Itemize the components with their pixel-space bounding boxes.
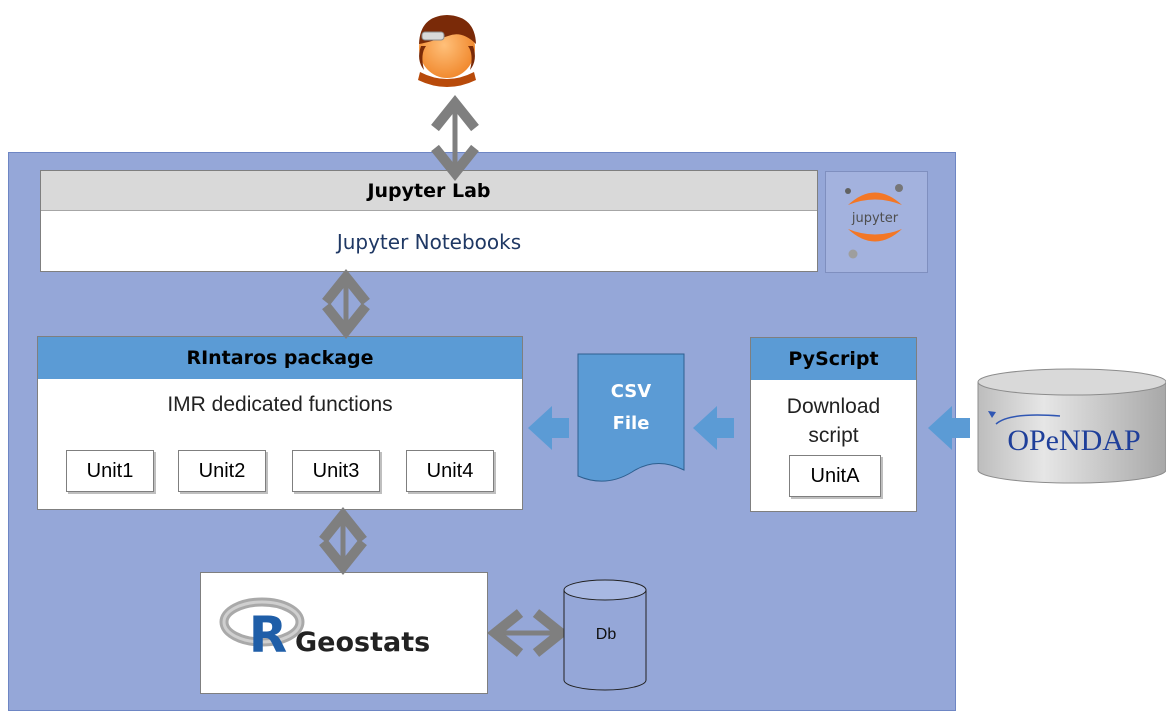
jupyter-logo-icon: jupyter bbox=[845, 184, 903, 259]
r-logo-icon: R bbox=[219, 597, 305, 664]
pyscript-subtitle-line2: script bbox=[808, 424, 859, 447]
unita-box: UnitA bbox=[789, 455, 881, 497]
csv-document-shape bbox=[577, 353, 685, 482]
opendap-label: OPeNDAP bbox=[1007, 424, 1140, 457]
csv-label-line1: CSV bbox=[610, 381, 652, 402]
block-arrow-pyscript-to-csv bbox=[693, 406, 734, 450]
db-label: Db bbox=[595, 626, 617, 643]
unit1-box: Unit1 bbox=[66, 450, 154, 492]
jupyter-lab-title: Jupyter Lab bbox=[41, 171, 817, 211]
geostats-label: Geostats bbox=[295, 627, 430, 658]
pyscript-subtitle: Download script bbox=[751, 392, 916, 450]
rintaros-subtitle: IMR dedicated functions bbox=[167, 393, 393, 416]
pyscript-subtitle-line1: Download bbox=[786, 395, 881, 418]
csv-label-line2: File bbox=[612, 413, 650, 434]
r-logo-letter: R bbox=[249, 606, 288, 664]
block-arrow-csv-to-rintaros bbox=[528, 406, 569, 450]
csv-file-label: CSV File bbox=[578, 376, 684, 440]
unit2-box: Unit2 bbox=[178, 450, 266, 492]
user-avatar-icon bbox=[418, 15, 476, 87]
opendap-cylinder-icon: OPeNDAP bbox=[977, 368, 1166, 484]
rintaros-package-title: RIntaros package bbox=[38, 337, 522, 379]
r-geostats-box bbox=[200, 572, 488, 694]
database-icon bbox=[563, 579, 647, 691]
jupyter-logo-box bbox=[825, 171, 928, 273]
pyscript-title: PyScript bbox=[751, 338, 916, 380]
unit3-box: Unit3 bbox=[292, 450, 380, 492]
unit4-box: Unit4 bbox=[406, 450, 494, 492]
jupyter-notebooks-label: Jupyter Notebooks bbox=[336, 229, 522, 254]
jupyter-logo-text: jupyter bbox=[851, 211, 899, 226]
block-arrow-opendap-to-pyscript bbox=[928, 406, 970, 450]
